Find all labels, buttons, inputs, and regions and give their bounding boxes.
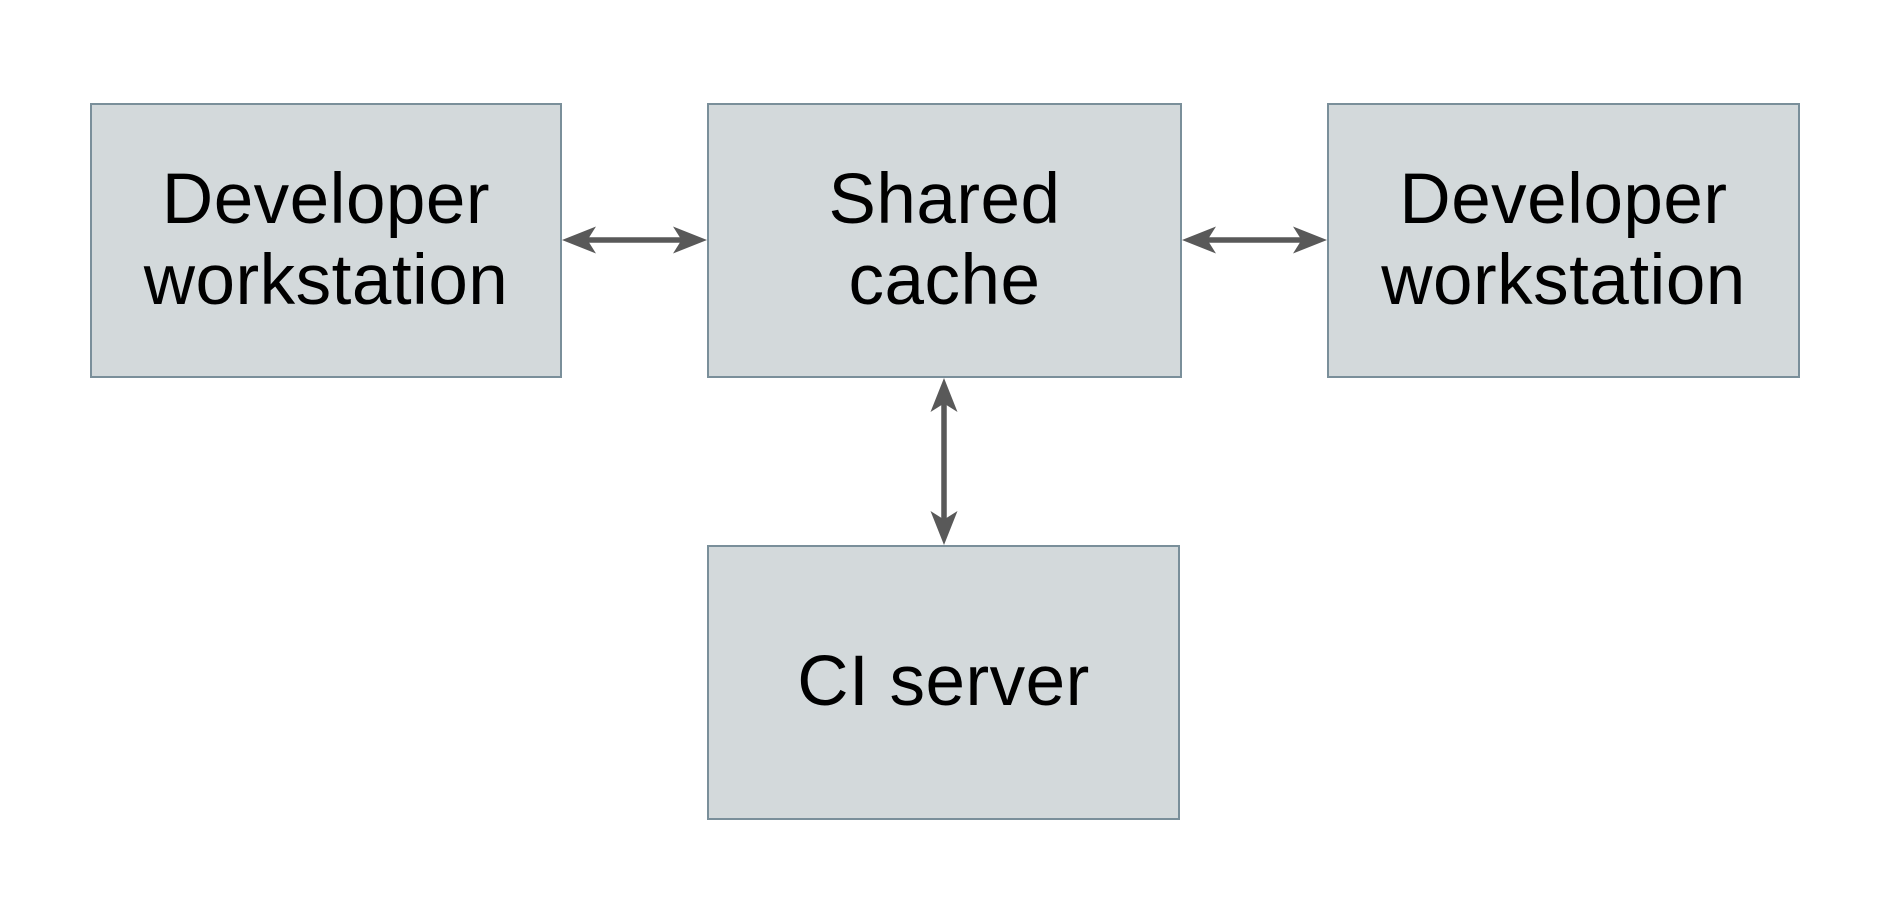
edge-left-workstation-shared-cache — [562, 215, 707, 265]
node-developer-workstation-right: Developer workstation — [1327, 103, 1800, 378]
double-arrow-vertical-icon — [930, 378, 958, 545]
node-developer-workstation-left: Developer workstation — [90, 103, 562, 378]
node-label: Shared cache — [828, 159, 1061, 320]
double-arrow-horizontal-icon — [562, 226, 707, 254]
node-label: CI server — [797, 642, 1090, 722]
edge-shared-cache-ci-server — [919, 378, 969, 545]
node-label: Developer workstation — [1381, 159, 1746, 320]
double-arrow-horizontal-icon — [1182, 226, 1327, 254]
node-label: Developer workstation — [143, 159, 509, 320]
edge-shared-cache-right-workstation — [1182, 215, 1327, 265]
node-shared-cache: Shared cache — [707, 103, 1182, 378]
node-ci-server: CI server — [707, 545, 1180, 820]
